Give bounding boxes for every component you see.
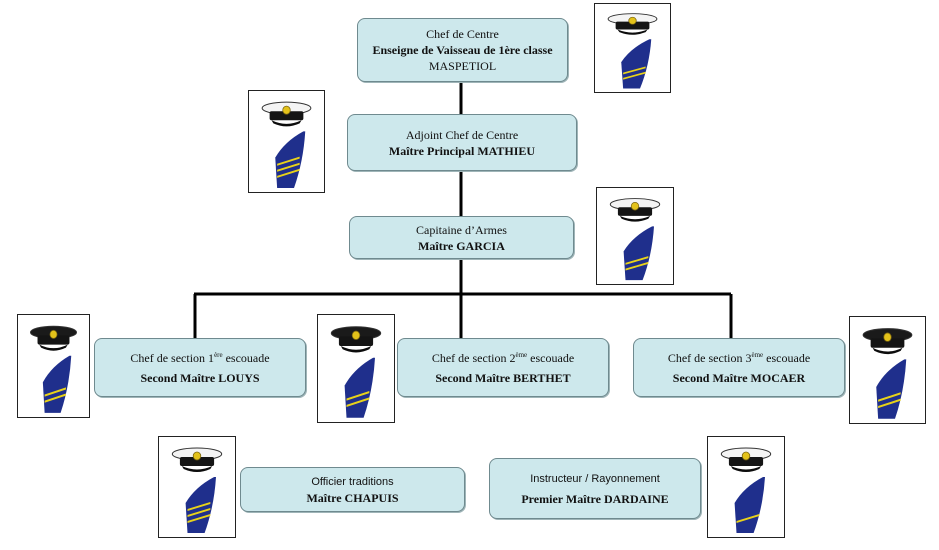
cap-band (37, 335, 70, 345)
rank-stripe (44, 393, 66, 403)
cap-visor (340, 346, 372, 353)
node-name: Maître GARCIA (418, 238, 505, 253)
rank-stripe (878, 392, 901, 402)
sleeve (344, 357, 375, 418)
cap-visor (619, 215, 651, 222)
node-role: Capitaine d’Armes (416, 222, 507, 237)
cap-visor (39, 344, 68, 351)
rank-stripe (625, 261, 649, 271)
insignia-section-2 (317, 314, 395, 423)
cap-and-sleeve-icon (607, 13, 658, 89)
cap-and-sleeve-icon (720, 447, 772, 533)
cap-emblem (630, 202, 640, 211)
node-role: Chef de section 3ème escouade (667, 350, 811, 365)
insignia-section-3 (849, 316, 926, 424)
cap-and-sleeve-icon (261, 101, 312, 188)
cap-visor (872, 347, 903, 355)
insignia-capitaine (596, 187, 674, 285)
node-adjoint: Adjoint Chef de Centre Maître Principal … (347, 114, 577, 171)
cap-emblem (628, 16, 637, 25)
cap-and-sleeve-icon (171, 447, 223, 533)
sleeve (621, 39, 652, 89)
cap-band (269, 111, 304, 121)
rank-stripe (277, 168, 300, 178)
node-role: Chef de Centre (426, 27, 499, 41)
cap-band (870, 338, 905, 348)
cap-visor (730, 466, 762, 472)
cap-emblem (883, 332, 892, 342)
cap-band (728, 457, 764, 466)
rank-stripe (623, 71, 646, 80)
rank-stripe (346, 390, 370, 401)
node-name: MASPETIOL (428, 59, 497, 73)
rank-stripe (625, 256, 649, 265)
node-rank: Enseigne de Vaisseau de 1ère classe (372, 43, 553, 57)
cap-and-sleeve-icon (330, 326, 382, 418)
node-instructeur: Instructeur / Rayonnement Premier Maître… (489, 458, 701, 519)
cap-band (179, 457, 215, 466)
cap-emblem (282, 105, 291, 115)
cap-band (338, 336, 374, 347)
rank-stripe (44, 387, 66, 397)
cap-and-sleeve-icon (609, 198, 661, 281)
node-chef-de-centre: Chef de Centre Enseigne de Vaisseau de 1… (357, 18, 568, 82)
node-section-2: Chef de section 2ème escouade Second Maî… (397, 338, 609, 397)
insignia-section-1 (17, 314, 90, 418)
rank-stripe (623, 66, 646, 75)
insignia-traditions (158, 436, 236, 538)
node-role: Chef de section 1ère escouade (130, 350, 270, 365)
insignia-instructeur (707, 436, 785, 538)
cap-visor (617, 29, 648, 35)
node-name: Second Maître LOUYS (140, 370, 260, 385)
cap-emblem (49, 329, 58, 339)
node-section-1: Chef de section 1ère escouade Second Maî… (94, 338, 306, 397)
cap-and-sleeve-icon (862, 328, 913, 419)
rank-stripe (878, 398, 901, 409)
cap-emblem (192, 451, 202, 461)
node-officier-traditions: Officier traditions Maître CHAPUIS (240, 467, 465, 512)
node-name: Maître Principal MATHIEU (388, 143, 536, 158)
rank-stripe (736, 514, 760, 523)
node-name: Maître CHAPUIS (306, 490, 399, 505)
rank-stripe (346, 397, 370, 408)
cap-emblem (351, 330, 361, 341)
rank-stripe (187, 514, 211, 523)
node-name: Second Maître MOCAER (672, 370, 806, 385)
rank-stripe (187, 502, 211, 511)
sleeve (734, 477, 765, 533)
insignia-chef (594, 3, 671, 93)
insignia-adjoint (248, 90, 325, 193)
node-role: Adjoint Chef de Centre (405, 127, 519, 142)
cap-visor (271, 120, 302, 127)
rank-stripe (187, 508, 211, 517)
node-role: Instructeur / Rayonnement (530, 472, 660, 485)
rank-stripe (277, 156, 300, 166)
node-section-3: Chef de section 3ème escouade Second Maî… (633, 338, 845, 397)
node-capitaine-d-armes: Capitaine d’Armes Maître GARCIA (349, 216, 574, 259)
cap-emblem (741, 451, 751, 461)
node-name: Second Maître BERTHET (435, 370, 571, 385)
cap-band (617, 207, 653, 216)
cap-and-sleeve-icon (29, 325, 78, 413)
cap-band (615, 21, 650, 30)
sleeve (42, 355, 72, 413)
sleeve (876, 359, 907, 419)
node-name: Premier Maître DARDAINE (521, 491, 669, 506)
rank-stripe (277, 162, 300, 172)
node-role: Officier traditions (311, 475, 394, 488)
cap-visor (181, 466, 213, 472)
sleeve (623, 226, 654, 281)
node-role: Chef de section 2ème escouade (431, 350, 575, 365)
